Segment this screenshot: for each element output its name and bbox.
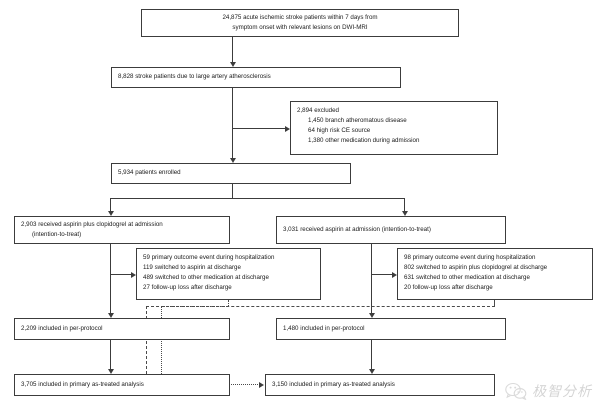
- node-large-artery-atherosclerosis: 8,828 stroke patients due to large arter…: [111, 67, 401, 88]
- arrowhead-enrolled-to-arm-sapt: [401, 211, 408, 216]
- node-arm-sapt-line1: 3,031 received aspirin at admission (int…: [283, 225, 431, 233]
- node-as-treated-dapt: 3,705 included in primary as-treated ana…: [14, 374, 230, 396]
- node-dropout-sapt-line4: 20 follow-up loss after discharge: [404, 284, 493, 292]
- connector-enrolled-to-arm-dapt: [110, 198, 111, 213]
- connector-arm-sapt-trunk: [371, 244, 372, 316]
- connector-arm-sapt-to-dropout: [371, 274, 394, 275]
- node-arm-dapt-line1: 2,903 received aspirin plus clopidogrel …: [21, 220, 163, 228]
- connector-arm-dapt-trunk: [110, 244, 111, 316]
- arrowhead-pp-dapt-to-at: [107, 369, 114, 374]
- connector-enrolled-to-arm-sapt: [404, 198, 405, 213]
- node-dropout-sapt-line2: 802 switched to aspirin plus clopidogrel…: [404, 264, 548, 272]
- crossover-sapt-to-dapt-horizontal-top: [146, 306, 495, 307]
- node-pp-dapt-line1: 2,209 included in per-protocol: [21, 324, 103, 332]
- arrowhead-arm-dapt-to-dropout: [131, 271, 136, 278]
- arrowhead-crossover-to-at-sapt: [259, 381, 264, 388]
- arrowhead-pp-sapt-to-at: [368, 369, 375, 374]
- node-dropout-dapt-line2: 119 switched to aspirin at discharge: [143, 264, 241, 272]
- node-arm-dapt-line2: (intention-to-treat): [32, 231, 82, 238]
- arrowhead-lau-to-enrolled: [229, 158, 236, 163]
- arrowhead-arm-sapt-to-pp: [368, 313, 375, 318]
- watermark-text: 极智分析: [532, 384, 592, 400]
- node-dropout-sapt-line1: 98 primary outcome event during hospital…: [404, 254, 536, 261]
- node-lau-line1: 8,828 stroke patients due to large arter…: [118, 73, 271, 81]
- arrowhead-lau-to-excluded: [285, 125, 290, 132]
- node-screened-line2: symptom onset with relevant lesions on D…: [232, 24, 368, 31]
- connector-lau-to-excluded: [232, 128, 287, 129]
- node-dropout-dapt-line3: 489 switched to other medication at disc…: [143, 274, 269, 282]
- node-screened-line1: 24,875 acute ischemic stroke patients wi…: [222, 13, 378, 21]
- connector-lau-to-enrolled: [232, 88, 233, 160]
- arrowhead-screened-to-lau: [229, 62, 236, 67]
- node-enrolled: 5,934 patients enrolled: [111, 163, 351, 184]
- node-excluded: 2,894 excluded 1,450 branch atheromatous…: [290, 101, 498, 155]
- node-excluded-line4: 1,380 other medication during admission: [308, 137, 420, 145]
- arrowhead-arm-sapt-to-dropout: [392, 271, 397, 278]
- node-arm-aspirin-itt: 3,031 received aspirin at admission (int…: [276, 216, 506, 244]
- node-excluded-line3: 64 high risk CE source: [308, 127, 371, 135]
- node-dropout-sapt: 98 primary outcome event during hospital…: [397, 248, 593, 300]
- node-screened: 24,875 acute ischemic stroke patients wi…: [141, 9, 459, 37]
- node-pp-sapt-line1: 1,480 included in per-protocol: [283, 324, 365, 332]
- node-excluded-line1: 2,894 excluded: [297, 107, 339, 114]
- crossover-dapt-to-sapt-down: [161, 306, 162, 384]
- node-excluded-line2: 1,450 branch atheromatous disease: [308, 117, 407, 125]
- node-per-protocol-dapt: 2,209 included in per-protocol: [14, 318, 230, 340]
- node-dropout-dapt-line4: 27 follow-up loss after discharge: [143, 284, 232, 292]
- connector-enrolled-stem: [232, 184, 233, 198]
- crossover-sapt-to-dapt-vertical: [494, 300, 495, 306]
- watermark: 极智分析: [505, 381, 592, 401]
- node-dropout-dapt: 59 primary outcome event during hospital…: [136, 248, 321, 300]
- crossover-sapt-to-dapt-down: [146, 306, 147, 384]
- connector-arm-dapt-to-dropout: [110, 274, 133, 275]
- connector-enrolled-split: [110, 198, 404, 199]
- node-as-treated-sapt: 3,150 included in primary as-treated ana…: [265, 374, 495, 396]
- node-dropout-sapt-line3: 631 switched to other medication at disc…: [404, 274, 530, 282]
- node-at-dapt-line1: 3,705 included in primary as-treated ana…: [21, 380, 144, 388]
- connector-screened-to-lau: [232, 37, 233, 64]
- connector-pp-dapt-to-at: [110, 340, 111, 372]
- wechat-logo-icon: [505, 382, 527, 400]
- crossover-dapt-to-sapt-vertical: [228, 300, 229, 306]
- node-dropout-dapt-line1: 59 primary outcome event during hospital…: [143, 254, 275, 261]
- node-per-protocol-sapt: 1,480 included in per-protocol: [276, 318, 506, 340]
- node-at-sapt-line1: 3,150 included in primary as-treated ana…: [272, 380, 395, 388]
- connector-pp-sapt-to-at: [371, 340, 372, 372]
- arrowhead-arm-dapt-to-pp: [107, 313, 114, 318]
- arrowhead-enrolled-to-arm-dapt: [107, 211, 114, 216]
- node-enrolled-line1: 5,934 patients enrolled: [118, 169, 181, 177]
- node-arm-aspirin-clopidogrel-itt: 2,903 received aspirin plus clopidogrel …: [14, 216, 230, 244]
